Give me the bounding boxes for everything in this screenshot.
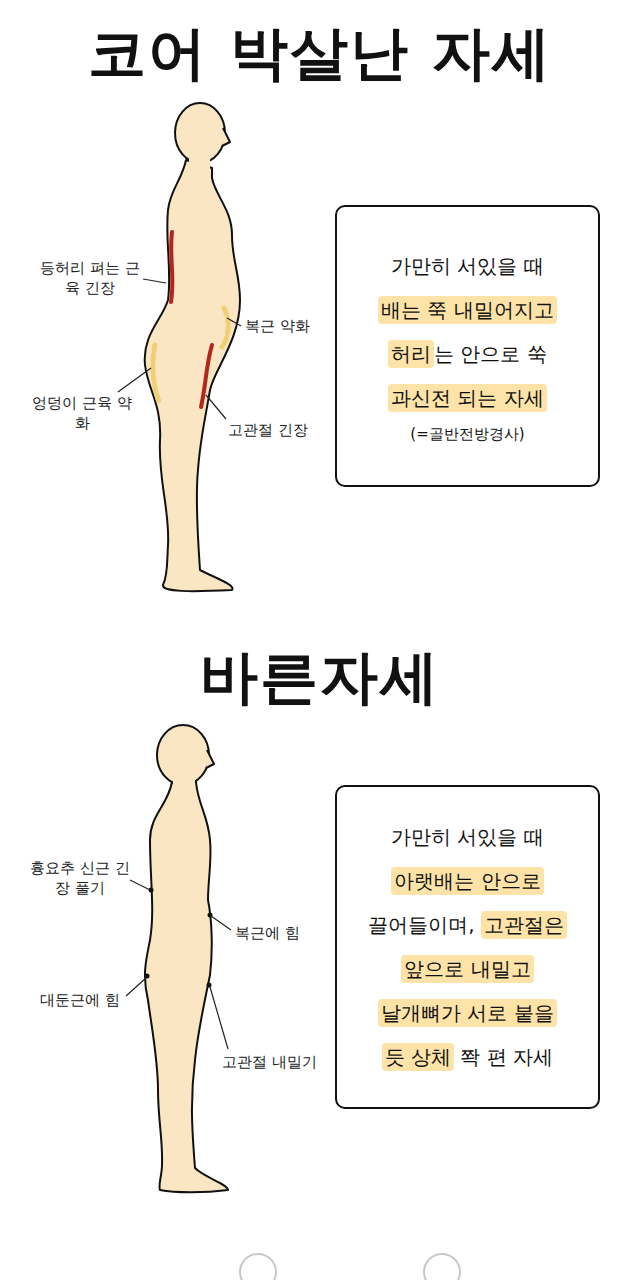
leader-line <box>210 987 228 1049</box>
highlighted-text: 아랫배는 안으로 <box>391 867 543 895</box>
part-label: 흉요추 신근 긴장 풀기 <box>30 858 130 899</box>
text-line: 듯 상체쫙 편 자세 <box>347 1035 588 1079</box>
highlighted-text: 날개뼈가 서로 붙을 <box>378 999 557 1027</box>
head <box>157 725 209 785</box>
section-heading: 바른자세 <box>0 646 640 710</box>
text-line: 앞으로 내밀고 <box>347 947 588 991</box>
highlighted-text: 앞으로 내밀고 <box>401 955 533 983</box>
part-label: 등허리 펴는 근육 긴장 <box>40 258 140 299</box>
body-text: (=골반전방경사) <box>410 425 524 443</box>
text-line: 허리는 안으로 쑥 <box>347 332 588 376</box>
nose <box>206 750 214 768</box>
body-figure <box>145 160 240 591</box>
part-label: 복근 약화 <box>245 316 310 336</box>
head <box>175 103 225 163</box>
text-box: 가만히 서있을 때배는 쭉 내밀어지고허리는 안으로 쑥과신전 되는 자세 (=골… <box>335 205 600 487</box>
title: 코어 박살난 자세 <box>0 22 640 86</box>
tension-line <box>201 345 212 407</box>
text-line: 끌어들이며, 고관절은 <box>347 903 588 947</box>
text-line: 날개뼈가 서로 붙을 <box>347 991 588 1035</box>
neck-fill <box>173 780 195 790</box>
body-text: 는 안으로 쑥 <box>434 342 547 366</box>
highlighted-text: 허리 <box>388 340 434 368</box>
highlighted-text: 과신전 되는 자세 <box>388 384 547 412</box>
body-text: 쫙 편 자세 <box>460 1045 553 1069</box>
leader-line <box>130 880 150 890</box>
neck-fill <box>189 158 210 172</box>
text-box: 가만히 서있을 때아랫배는 안으로끌어들이며, 고관절은앞으로 내밀고날개뼈가 서… <box>335 785 600 1109</box>
part-label: 복근에 힘 <box>235 923 300 943</box>
leader-line <box>211 916 231 930</box>
leader-line <box>227 318 241 326</box>
body-figure <box>145 782 228 1192</box>
leader-line <box>118 368 151 392</box>
part-label: 고관절 내밀기 <box>222 1052 317 1072</box>
text-line: 과신전 되는 자세 <box>347 376 588 420</box>
weak-line <box>222 308 228 347</box>
highlighted-text: 듯 상체 <box>382 1043 454 1071</box>
marker-dot <box>207 983 212 988</box>
leader-line <box>126 978 146 996</box>
body-text: 가만히 서있을 때 <box>391 254 544 278</box>
nose <box>222 128 230 146</box>
leader-line <box>206 395 226 419</box>
part-label: 엉덩이 근육 약화 <box>32 393 132 434</box>
highlighted-text: 배는 쭉 내밀어지고 <box>378 296 557 324</box>
part-label: 대둔근에 힘 <box>40 990 120 1010</box>
tension-line <box>171 232 172 302</box>
body-text: 가만히 서있을 때 <box>391 825 544 849</box>
weak-line <box>153 345 159 402</box>
text-line: 아랫배는 안으로 <box>347 859 588 903</box>
highlighted-text: 고관절은 <box>481 911 567 939</box>
body-text: 끌어들이며, <box>368 913 474 937</box>
text-line: 배는 쭉 내밀어지고 <box>347 288 588 332</box>
text-line: 가만히 서있을 때 <box>347 815 588 859</box>
icon-outline <box>424 1254 460 1280</box>
icon-outline <box>240 1254 276 1280</box>
leader-line <box>143 279 166 283</box>
text-line: 가만히 서있을 때 <box>347 244 588 288</box>
part-label: 고관절 긴장 <box>228 420 308 440</box>
text-line: (=골반전방경사) <box>347 420 588 448</box>
marker-dot <box>145 974 150 979</box>
